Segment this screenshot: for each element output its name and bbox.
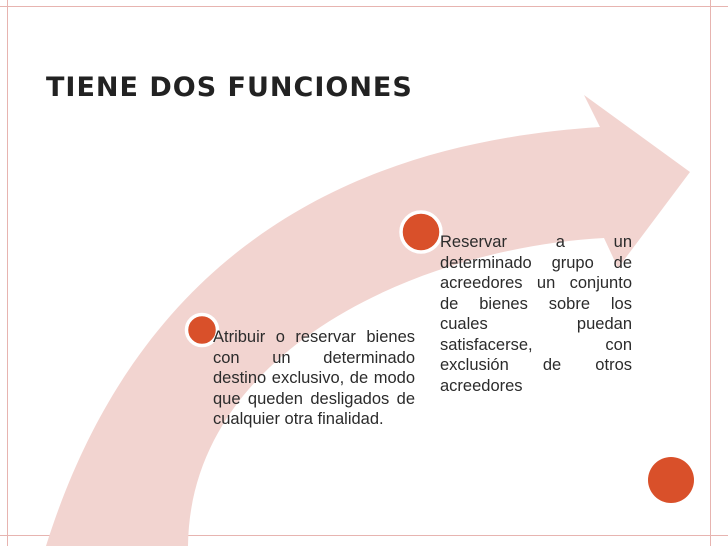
slide-title: TIENE DOS FUNCIONES	[46, 72, 413, 103]
step-1-text: Atribuir o reservar bienes con un determ…	[213, 328, 415, 428]
slide-border-right	[710, 0, 711, 546]
step-2-marker-icon	[399, 210, 443, 254]
curved-arrow-shape	[46, 95, 690, 546]
step-1-marker-icon	[184, 312, 220, 348]
slide-border-top	[0, 6, 728, 7]
slide-border-left	[7, 0, 8, 546]
step-2-text: Reservar a un determinado grupo de acree…	[440, 233, 632, 395]
slide-border-bottom	[0, 535, 728, 536]
corner-decoration-icon	[648, 457, 694, 503]
